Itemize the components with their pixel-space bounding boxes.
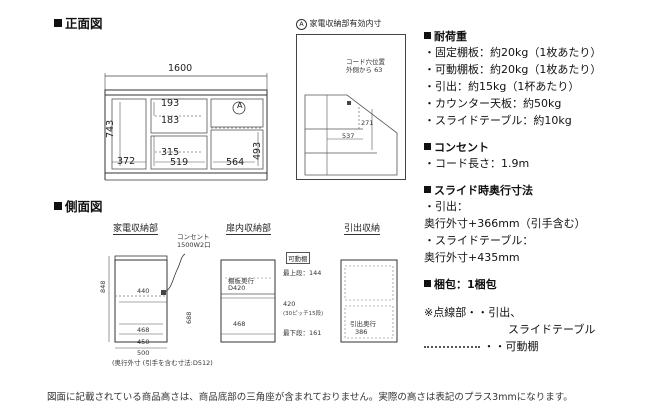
side-view-title: 側面図: [54, 196, 103, 215]
dim-440: 440: [137, 287, 150, 295]
detail-marker: A: [296, 19, 307, 30]
load-item-5: ・スライドテーブル：約10kg: [424, 114, 572, 127]
load-item-1: ・固定棚板：約20kg（1枚あたり）: [424, 46, 602, 59]
detail-title: A 家電収納部有効内寸: [296, 18, 404, 30]
shelf-depth-2: D420: [228, 284, 246, 292]
dim-372: 372: [117, 156, 136, 167]
pitch-note: (30ピッチ15段): [283, 311, 324, 317]
load-item-2: ・可動棚板：約20kg（1枚あたり）: [424, 63, 602, 76]
dim-519: 519: [170, 157, 189, 168]
label-door: 扉内収納部: [226, 221, 272, 235]
detail-box: [296, 34, 406, 180]
dim-564: 564: [226, 157, 245, 168]
side-appliance-drawing: [108, 253, 186, 349]
side-door-drawing: [220, 259, 276, 343]
detail-drawing: [304, 94, 398, 176]
cord-note-1: コード穴位置: [346, 58, 385, 66]
dim-848: 848: [99, 280, 107, 293]
cord-note-2: 外側から 63: [346, 66, 383, 74]
slide-item-2: 奥行外寸+366mm（引手含む）: [424, 217, 586, 230]
outlet-item-1: ・コード長さ：1.9m: [424, 157, 530, 170]
legend-dotted-line: [424, 346, 480, 348]
footer-note: 図面に記載されている商品高さは、商品底部の三角座が含まれておりません。実際の高さ…: [47, 392, 573, 403]
legend-2-row: ・・可動棚: [424, 338, 660, 355]
slide-item-4: 奥行外寸+435mm: [424, 251, 520, 264]
load-item-4: ・カウンター天板：約50kg: [424, 97, 562, 110]
movable-shelf-label: 可動棚: [286, 252, 310, 264]
dim-468b: 468: [233, 320, 246, 328]
outlet-title: コンセント: [424, 139, 660, 155]
shelf-depth-1: 棚板奥行: [228, 277, 254, 285]
dim-537: 537: [342, 132, 355, 140]
side-drawer-drawing: [340, 259, 398, 343]
bottom-stage: 最下段：161: [283, 329, 322, 337]
front-marker-a: A: [237, 101, 243, 110]
label-drawer: 引出収納: [344, 221, 381, 235]
specs-panel: 耐荷重 ・固定棚板：約20kg（1枚あたり） ・可動棚板：約20kg（1枚あたり…: [424, 28, 660, 355]
dim-width: 1600: [168, 63, 193, 74]
slide-item-1: ・引出：: [424, 200, 468, 213]
dim-183: 183: [161, 115, 180, 126]
legend-1b: スライドテーブル: [508, 323, 596, 336]
dim-193: 193: [161, 98, 180, 109]
label-appliance: 家電収納部: [113, 221, 159, 235]
dim-500: 500: [137, 349, 150, 357]
legend-1a: ※点線部・・引出、: [424, 306, 522, 319]
drawer-depth-label: 引出奥行: [350, 320, 376, 328]
dim-450: 450: [137, 338, 150, 346]
legend-2: ・・可動棚: [483, 340, 539, 353]
front-view-drawing: [104, 73, 268, 181]
depth-note: (奥行外寸 (引手を含む寸法:D512): [112, 359, 213, 367]
slide-item-3: ・スライドテーブル：: [424, 234, 534, 247]
load-item-3: ・引出：約15kg（1杯あたり）: [424, 80, 580, 93]
dim-271: 271: [361, 119, 374, 127]
slide-title: スライド時奥行寸法: [424, 182, 660, 198]
package-title: 梱包：1梱包: [424, 276, 660, 292]
dim-468a: 468: [137, 326, 150, 334]
outlet-note-2: 1500W2口: [177, 241, 211, 249]
load-title: 耐荷重: [424, 28, 660, 44]
dim-315: 315: [161, 147, 180, 158]
dim-493: 493: [252, 141, 263, 160]
dim-688: 688: [185, 311, 193, 324]
dim-420: 420: [283, 300, 296, 308]
dim-386: 386: [355, 328, 368, 336]
outlet-note-1: コンセント: [177, 233, 210, 241]
front-view-title: 正面図: [54, 13, 103, 32]
top-stage: 最上段：144: [283, 269, 322, 277]
dim-743: 743: [105, 119, 116, 138]
